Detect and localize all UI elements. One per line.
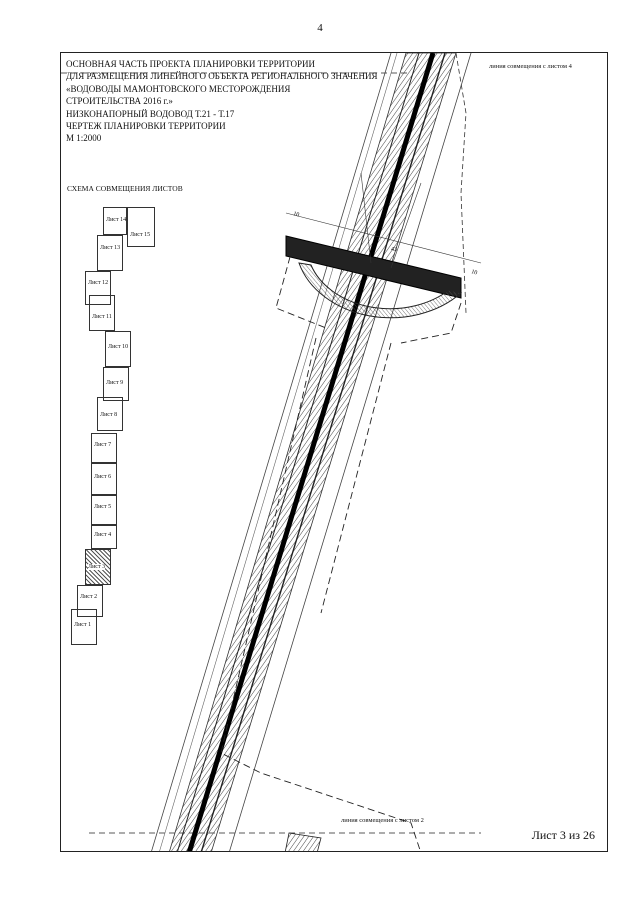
title-line: М 1:2000: [66, 133, 102, 144]
sheet-box-14: Лист 14: [103, 207, 127, 235]
crossing-band: [285, 235, 462, 299]
sheet-counter: Лист 3 из 26: [531, 828, 595, 842]
title-line: ОСНОВНАЯ ЧАСТЬ ПРОЕКТА ПЛАНИРОВКИ ТЕРРИТ…: [66, 59, 315, 69]
sheet-box-5: Лист 5: [91, 495, 117, 525]
dimension-label-left: 10: [292, 211, 299, 218]
sheet-box-13: Лист 13: [97, 235, 123, 271]
pipeline-axis: [186, 53, 436, 851]
match-line-top-label: линия совмещения с листом 4: [489, 63, 572, 70]
sheet-box-9: Лист 9: [103, 367, 129, 401]
sheet-box-1: Лист 1: [71, 609, 97, 645]
page-number: 4: [317, 22, 323, 34]
drawing-frame: 10 10 43 ОСНОВНАЯ ЧАСТЬ ПРОЕКТА ПЛАНИРОВ…: [60, 52, 608, 852]
pipeline-plan: 10 10 43: [61, 53, 482, 851]
title-line: НИЗКОНАПОРНЫЙ ВОДОВОД Т.21 - Т.17: [66, 108, 235, 119]
dimension-label-small: 43: [391, 247, 397, 253]
sheet-box-12: Лист 12: [85, 271, 111, 305]
sheet-box-3-current: Лист 3: [85, 549, 111, 585]
sheet-box-15: Лист 15: [127, 207, 155, 247]
match-line-bottom-label: линия совмещения с листом 2: [341, 817, 424, 824]
sheet-box-7: Лист 7: [91, 433, 117, 463]
sheet-box-4: Лист 4: [91, 525, 117, 549]
title-block: ОСНОВНАЯ ЧАСТЬ ПРОЕКТА ПЛАНИРОВКИ ТЕРРИТ…: [66, 58, 377, 145]
scheme-title: СХЕМА СОВМЕЩЕНИЯ ЛИСТОВ: [67, 184, 183, 193]
sheet-box-2: Лист 2: [77, 585, 103, 617]
sheet-box-11: Лист 11: [89, 295, 115, 331]
title-line: ЧЕРТЕЖ ПЛАНИРОВКИ ТЕРРИТОРИИ: [66, 121, 226, 132]
sheet-box-10: Лист 10: [105, 331, 131, 367]
title-line: СТРОИТЕЛЬСТВА 2016 г.»: [66, 96, 173, 107]
sheet-box-8: Лист 8: [97, 397, 123, 431]
title-line: ДЛЯ РАЗМЕЩЕНИЯ ЛИНЕЙНОГО ОБЪЕКТА РЕГИОНА…: [66, 71, 378, 82]
dimension-label-right: 10: [470, 269, 477, 276]
semicircle-area: [298, 262, 463, 319]
title-line: «ВОДОВОДЫ МАМОНТОВСКОГО МЕСТОРОЖДЕНИЯ: [66, 83, 291, 94]
sheet-box-6: Лист 6: [91, 463, 117, 495]
